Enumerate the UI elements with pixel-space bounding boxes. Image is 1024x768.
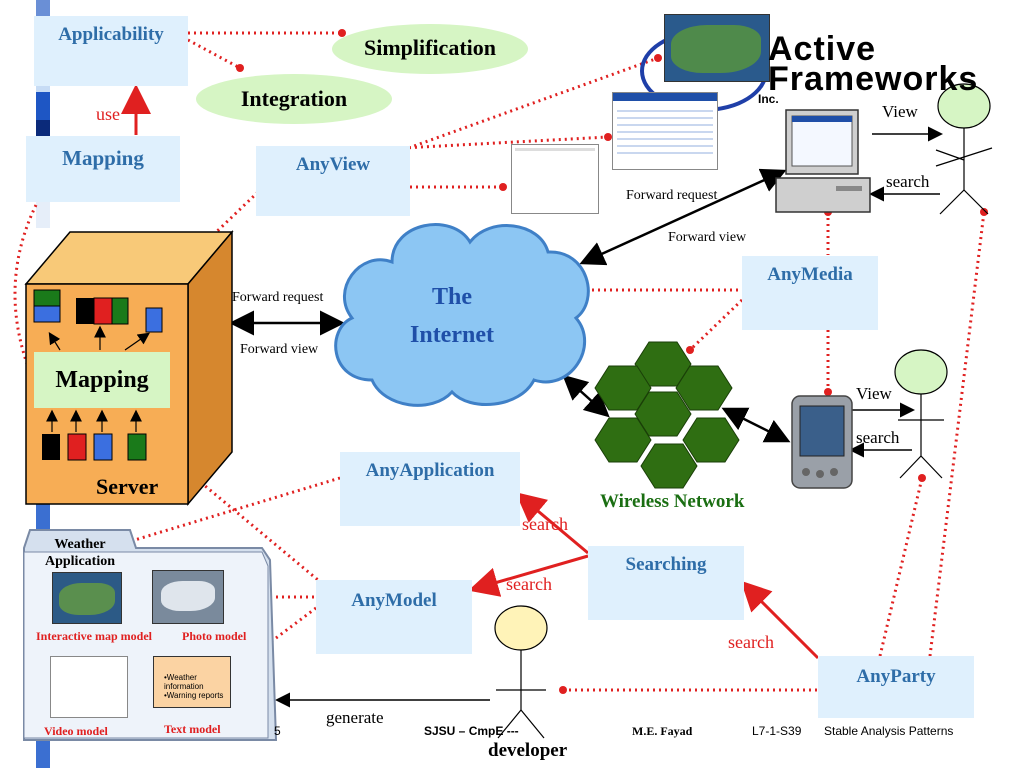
searching-label: Searching [625, 554, 707, 575]
actor-developer [494, 605, 548, 739]
relation-anymedia-wireless [688, 298, 744, 352]
search-label-pc: search [886, 172, 930, 191]
integration-ellipse: Integration [196, 74, 392, 124]
interactive-map-model-label: Interactive map model [36, 629, 152, 643]
mapping-note: Mapping [26, 136, 180, 202]
server-block-black [76, 298, 94, 324]
arrow-internet-pc [579, 168, 787, 266]
desktop-computer [775, 109, 871, 213]
internet-label: The Internet [386, 278, 518, 354]
anyview-label: AnyView [295, 154, 371, 175]
view-label-pc: View [882, 102, 918, 121]
forward-request-label-server: Forward request [232, 290, 324, 305]
server-source-red [67, 433, 87, 461]
forward-view-label-pc: Forward view [668, 230, 747, 245]
arrow-search-searching [740, 580, 820, 660]
photo-model-thumbnail [152, 570, 224, 624]
anyapplication-label: AnyApplication [365, 460, 495, 481]
relation-anyview-browser [402, 135, 609, 150]
arrow-wireless-pda [721, 407, 791, 443]
view-label-pda: View [856, 384, 892, 403]
applicability-note: Applicability [34, 16, 188, 86]
generate-label: generate [326, 708, 384, 727]
forward-request-label-pc: Forward request [626, 188, 718, 203]
integration-label: Integration [240, 86, 348, 111]
relation-anyparty-pc-user [928, 211, 986, 657]
use-label: use [96, 104, 120, 124]
wireless-network-label: Wireless Network [600, 491, 745, 512]
mapping-label: Mapping [62, 146, 144, 170]
text-bullet-1: •Weather information [164, 673, 204, 691]
relation-applicability-integration [187, 38, 241, 70]
server-label: Server [96, 474, 159, 499]
footer-title: Stable Analysis Patterns [824, 724, 954, 738]
browser-screenshot [612, 92, 718, 170]
anymedia-label: AnyMedia [767, 264, 853, 285]
server-block-blue [33, 305, 61, 323]
anymodel-label: AnyModel [351, 590, 437, 611]
arrow-search-anymodel [468, 554, 589, 597]
developer-label: developer [488, 740, 568, 761]
active-frameworks-logo: Active Frameworks Inc. [634, 14, 994, 112]
side-bar-segment [36, 92, 50, 120]
arrow-internet-wireless [562, 374, 610, 418]
server-source-blue [93, 433, 113, 461]
logo-map-screenshot [664, 14, 770, 82]
blank-page-screenshot [511, 144, 599, 214]
logo-line1: Active [768, 30, 877, 68]
logo-line2: Frameworks [768, 60, 979, 98]
relation-anyparty-pda-user [878, 477, 924, 657]
text-model-thumbnail: •Weather information •Warning reports [153, 656, 231, 708]
internet-line2: Internet [410, 322, 494, 348]
server-block-red [93, 297, 113, 325]
weather-title-line2: Application [44, 554, 115, 569]
search-label-anymodel: search [506, 574, 552, 594]
footer-page-number: 5 [274, 724, 281, 738]
pda-device [791, 395, 853, 489]
internet-cloud [334, 223, 590, 407]
video-model-thumbnail [50, 656, 128, 718]
wireless-hexagons [594, 341, 740, 489]
logo-line3: Inc. [758, 92, 779, 106]
server-source-green [127, 433, 147, 461]
text-bullet-2: •Warning reports [164, 691, 224, 700]
simplification-label: Simplification [363, 35, 496, 60]
arrow-search-anyapplication [515, 492, 589, 555]
relation-anyapplication-weather [117, 476, 341, 547]
search-label-pda: search [856, 428, 900, 447]
actor-pda-user [894, 349, 948, 479]
anyparty-note: AnyParty [818, 656, 974, 718]
anymedia-note: AnyMedia [742, 256, 878, 330]
server-block-green2 [111, 297, 129, 325]
internet-line1: The [431, 284, 472, 310]
footer-author: M.E. Fayad [632, 724, 693, 738]
photo-model-label: Photo model [182, 629, 247, 643]
footer-course: SJSU – CmpE --- [424, 724, 519, 738]
simplification-ellipse: Simplification [332, 24, 528, 74]
search-label-anyapplication: search [522, 514, 568, 534]
weather-app-title: Weather Application [30, 536, 130, 570]
weather-title-line1: Weather [54, 537, 106, 552]
actor-pc-user [935, 83, 993, 215]
video-model-label: Video model [44, 724, 108, 738]
applicability-label: Applicability [58, 24, 164, 45]
server-mapping-label: Mapping [55, 367, 149, 393]
anyparty-label: AnyParty [856, 666, 936, 687]
searching-note: Searching [588, 546, 744, 620]
server-block-blue2 [145, 307, 163, 333]
anymodel-note: AnyModel [316, 580, 472, 654]
server-source-black [42, 434, 60, 460]
server-mapping-box: Mapping [34, 352, 170, 408]
server-block-green [33, 289, 61, 307]
text-model-label: Text model [164, 722, 221, 736]
forward-view-label-server: Forward view [240, 342, 319, 357]
anyview-note: AnyView [256, 146, 410, 216]
anyapplication-note: AnyApplication [340, 452, 520, 526]
search-label-anyparty: search [728, 632, 774, 652]
footer-slide-number: L7-1-S39 [752, 724, 802, 738]
interactive-map-thumbnail [52, 572, 122, 624]
